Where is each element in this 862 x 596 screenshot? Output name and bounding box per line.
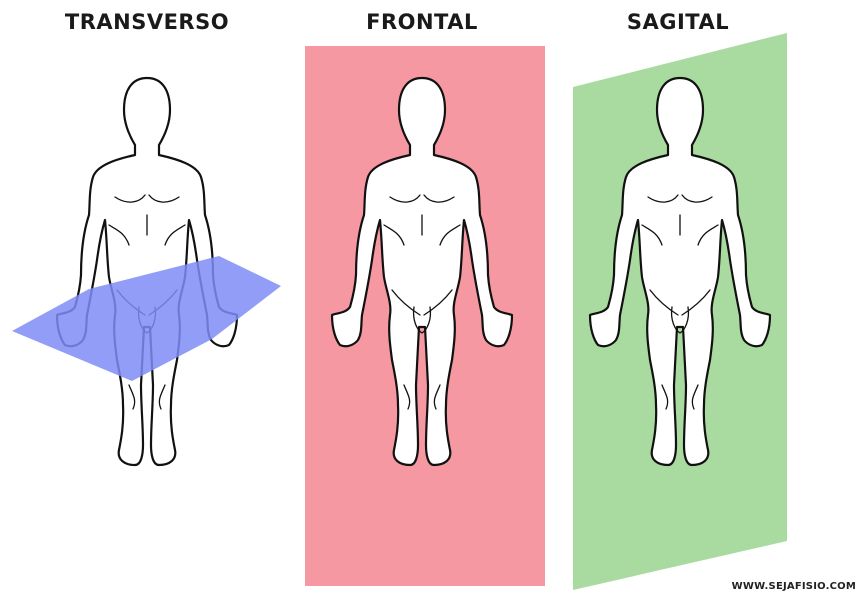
sagital-panel <box>573 33 787 590</box>
frontal-panel <box>305 46 545 586</box>
website-credit: WWW.SEJAFISIO.COM <box>732 581 856 592</box>
transverso-panel <box>12 78 281 465</box>
